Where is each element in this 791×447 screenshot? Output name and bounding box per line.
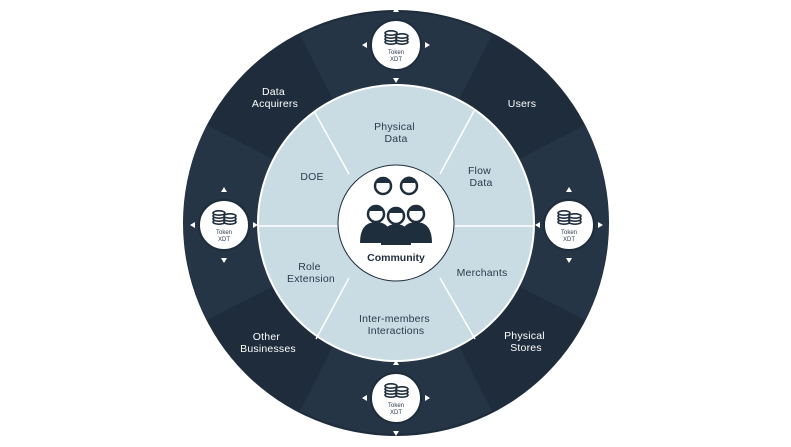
inner-label-inter-members: Inter-members Interactions <box>359 313 433 337</box>
token-badge-left: Token XDT <box>190 187 258 263</box>
inner-label-role-extension: Role Extension <box>287 261 335 285</box>
inner-label-merchants: Merchants <box>457 267 508 279</box>
svg-text:Token: Token <box>216 230 232 236</box>
svg-text:Token: Token <box>388 50 404 56</box>
token-badge-top: Token XDT <box>362 7 430 83</box>
token-badge-right: Token XDT <box>535 187 603 263</box>
outer-label-users: Users <box>508 98 536 110</box>
center-label: Community <box>367 252 425 264</box>
arrow-icons <box>362 7 430 83</box>
svg-text:XDT: XDT <box>218 237 230 243</box>
community-icon <box>360 176 432 245</box>
svg-text:Token: Token <box>388 403 404 409</box>
outer-label-other-businesses: Other Businesses <box>240 331 296 355</box>
svg-text:XDT: XDT <box>390 57 402 63</box>
outer-label-data-acquirers: Data Acquirers <box>252 86 298 110</box>
inner-label-doe: DOE <box>300 171 323 183</box>
inner-label-flow-data: Flow Data <box>468 165 494 189</box>
svg-text:Token: Token <box>561 230 577 236</box>
coin-stack-icon <box>384 30 409 46</box>
coin-stack-icon <box>212 210 237 226</box>
svg-text:XDT: XDT <box>563 237 575 243</box>
outer-label-physical-stores: Physical Stores <box>504 330 548 354</box>
coin-stack-icon <box>384 383 409 399</box>
inner-label-physical-data: Physical Data <box>374 121 418 145</box>
inner-ring-dividers <box>259 110 533 340</box>
coin-stack-icon <box>557 210 582 226</box>
arrow-icons <box>190 187 258 263</box>
token-badge-bottom: Token XDT <box>362 360 430 436</box>
arrow-icons <box>362 360 430 436</box>
svg-text:XDT: XDT <box>390 410 402 416</box>
arrow-icons <box>535 187 603 263</box>
